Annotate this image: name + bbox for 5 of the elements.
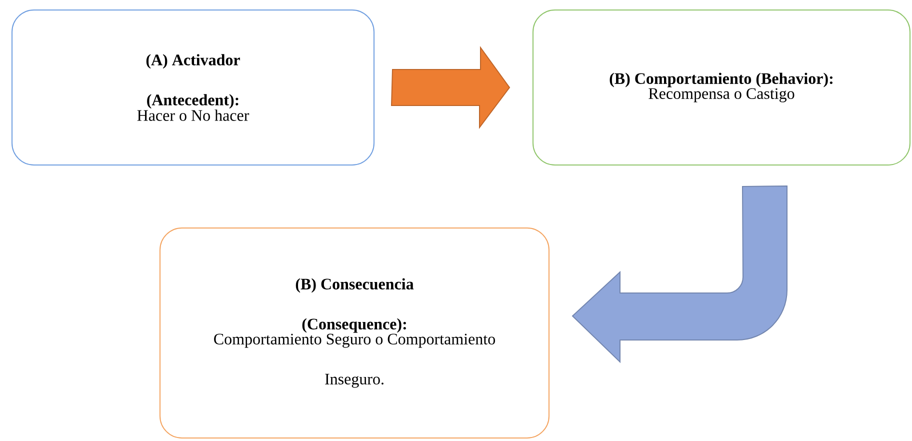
block-arrow (572, 186, 788, 362)
text-box: (B) Consecuencia (Consequence): Comportamiento Seguro o Comportamiento Inseguro. (160, 228, 550, 438)
text-box: (A) Activador (Antecedent): Hacer o No hacer (12, 10, 374, 166)
block-arrow (391, 46, 510, 129)
text-box: (B) Comportamiento (Behavior): Recompensa o Castigo (532, 10, 910, 166)
